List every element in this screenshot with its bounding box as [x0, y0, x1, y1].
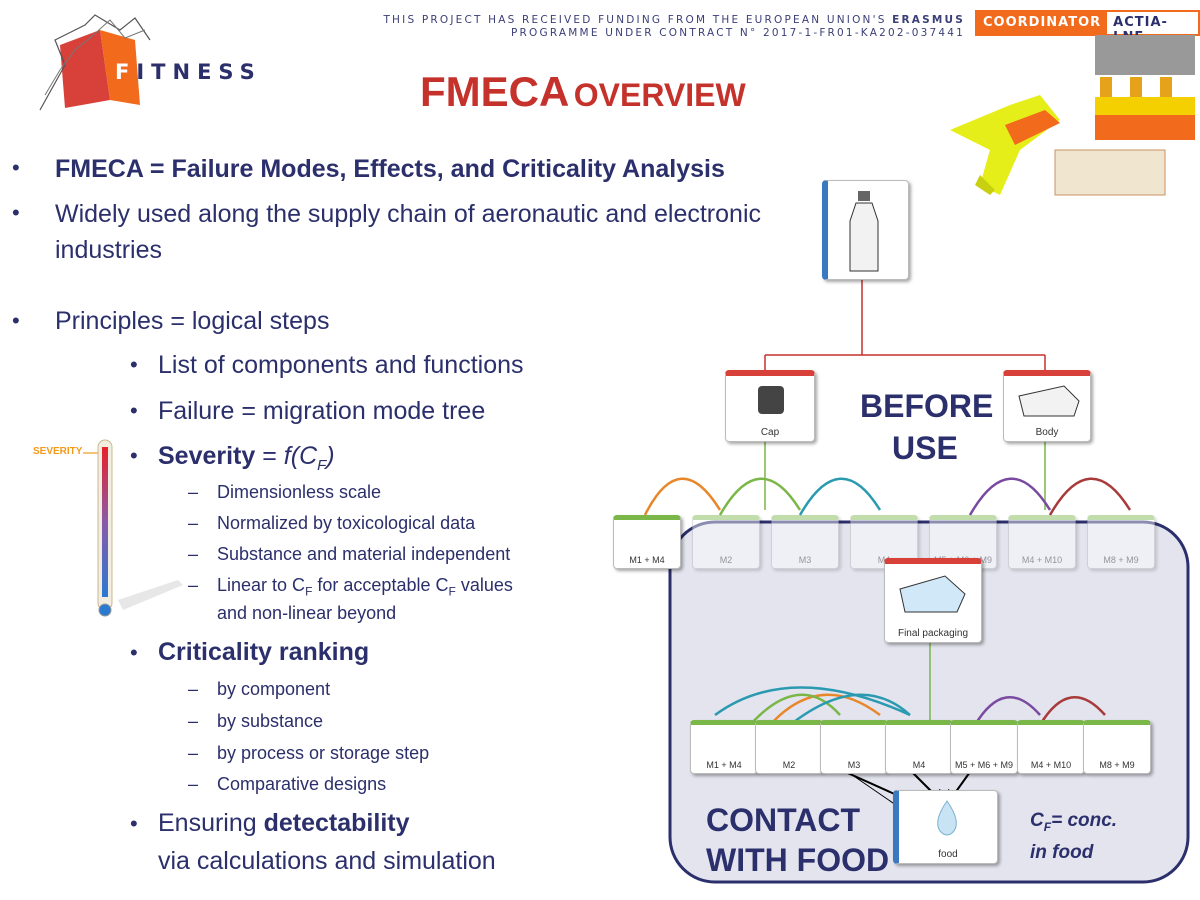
sub-bullet-detectability: Ensuring detectability — [158, 809, 410, 837]
bullet-fmeca-definition: FMECA = Failure Modes, Effects, and Crit… — [55, 155, 725, 183]
material-node-label: M4 — [912, 760, 926, 770]
sub-bullet-severity: Severity = f(CF) — [158, 442, 335, 474]
material-node-label: M5 + M6 + M9 — [954, 760, 1014, 770]
aircraft-electronics-image — [950, 35, 1195, 196]
bullet-dot: • — [130, 352, 138, 377]
material-node-label: M4 + M10 — [1021, 555, 1063, 565]
bullet-widely-used-line1: Widely used along the supply chain of ae… — [55, 200, 761, 228]
severity-item-scale: Dimensionless scale — [217, 482, 382, 502]
fitness-logo — [39, 14, 151, 111]
dash: – — [188, 679, 199, 699]
bullet-dot: • — [130, 443, 138, 468]
dash: – — [188, 482, 199, 502]
sub-bullet-criticality: Criticality ranking — [158, 638, 370, 666]
material-node: M2 — [692, 515, 760, 569]
bullet-dot: • — [12, 308, 20, 333]
slide-title: FMECA OVERVIEW — [420, 68, 746, 115]
material-node-label: M3 — [798, 555, 812, 565]
material-node-label: M8 + M9 — [1099, 760, 1135, 770]
material-node-label: M3 — [847, 760, 861, 770]
dash: – — [188, 513, 199, 533]
material-node: M8 + M9 — [1087, 515, 1155, 569]
bullet-dot: • — [130, 811, 138, 836]
sub-bullet-components: List of components and functions — [158, 351, 524, 379]
dash: – — [188, 743, 199, 763]
final-packaging-node: Final packaging — [884, 558, 982, 643]
severity-item-normalized: Normalized by toxicological data — [217, 513, 476, 533]
material-node-label: M4 — [851, 555, 917, 565]
ranking-by-component: by component — [217, 679, 331, 699]
funding-notice: THIS PROJECT HAS RECEIVED FUNDING FROM T… — [383, 14, 965, 39]
material-node-label: M8 + M9 — [1103, 555, 1139, 565]
material-node: M1 + M4 — [690, 720, 758, 774]
ranking-comparative: Comparative designs — [217, 774, 387, 794]
sub-bullet-failure: Failure = migration mode tree — [158, 397, 486, 425]
dash: – — [188, 711, 199, 731]
cap-node: Cap — [725, 370, 815, 442]
final-bottle-icon — [899, 575, 966, 613]
ranking-by-substance: by substance — [217, 711, 324, 731]
material-node: M5 + M6 + M9 — [950, 720, 1018, 774]
material-node-label: M4 + M10 — [1030, 760, 1072, 770]
material-node: M4 + M10 — [1017, 720, 1085, 774]
ranking-by-process: by process or storage step — [217, 743, 430, 763]
sub-bullet-detectability-line2: via calculations and simulation — [158, 847, 496, 875]
cap-icon — [758, 386, 784, 414]
cf-definition-label: CF= conc.in food — [1030, 810, 1118, 863]
food-node: food — [893, 790, 998, 864]
material-node: M4 + M10 — [1008, 515, 1076, 569]
material-node: M4 — [885, 720, 953, 774]
logo-text: FITNESS — [115, 60, 262, 84]
dash: – — [188, 774, 199, 794]
severity-label: SEVERITY — [33, 446, 83, 457]
bullet-dot: • — [12, 200, 20, 225]
droplet-icon — [937, 800, 957, 836]
severity-item-linear-line2: and non-linear beyond — [217, 603, 397, 623]
bullet-widely-used-line2: industries — [55, 236, 162, 264]
dash: – — [188, 575, 199, 595]
dash: – — [188, 544, 199, 564]
severity-item-linear: Linear to CF for acceptable CF values — [217, 575, 513, 599]
material-node-label: M1 + M4 — [706, 760, 742, 770]
severity-item-independent: Substance and material independent — [217, 544, 511, 564]
material-node: M3 — [820, 720, 888, 774]
bottle-node — [822, 180, 909, 280]
fmeca-tree-diagram — [643, 280, 1190, 884]
bullet-dot: • — [130, 398, 138, 423]
material-node: M3 — [771, 515, 839, 569]
material-node-label: M1 + M4 — [629, 555, 665, 565]
body-node: Body — [1003, 370, 1091, 442]
material-node: M1 + M4 — [613, 515, 681, 569]
severity-thermometer-icon — [83, 439, 183, 617]
bullet-dot: • — [130, 640, 138, 665]
bottle-icon — [849, 191, 879, 272]
material-node-label: M2 — [719, 555, 733, 565]
body-bottle-icon — [1018, 385, 1080, 417]
bullet-dot: • — [12, 155, 20, 180]
bullet-principles: Principles = logical steps — [55, 307, 330, 335]
material-node: M8 + M9 — [1083, 720, 1151, 774]
material-node: M2 — [755, 720, 823, 774]
material-node-label: M2 — [782, 760, 796, 770]
